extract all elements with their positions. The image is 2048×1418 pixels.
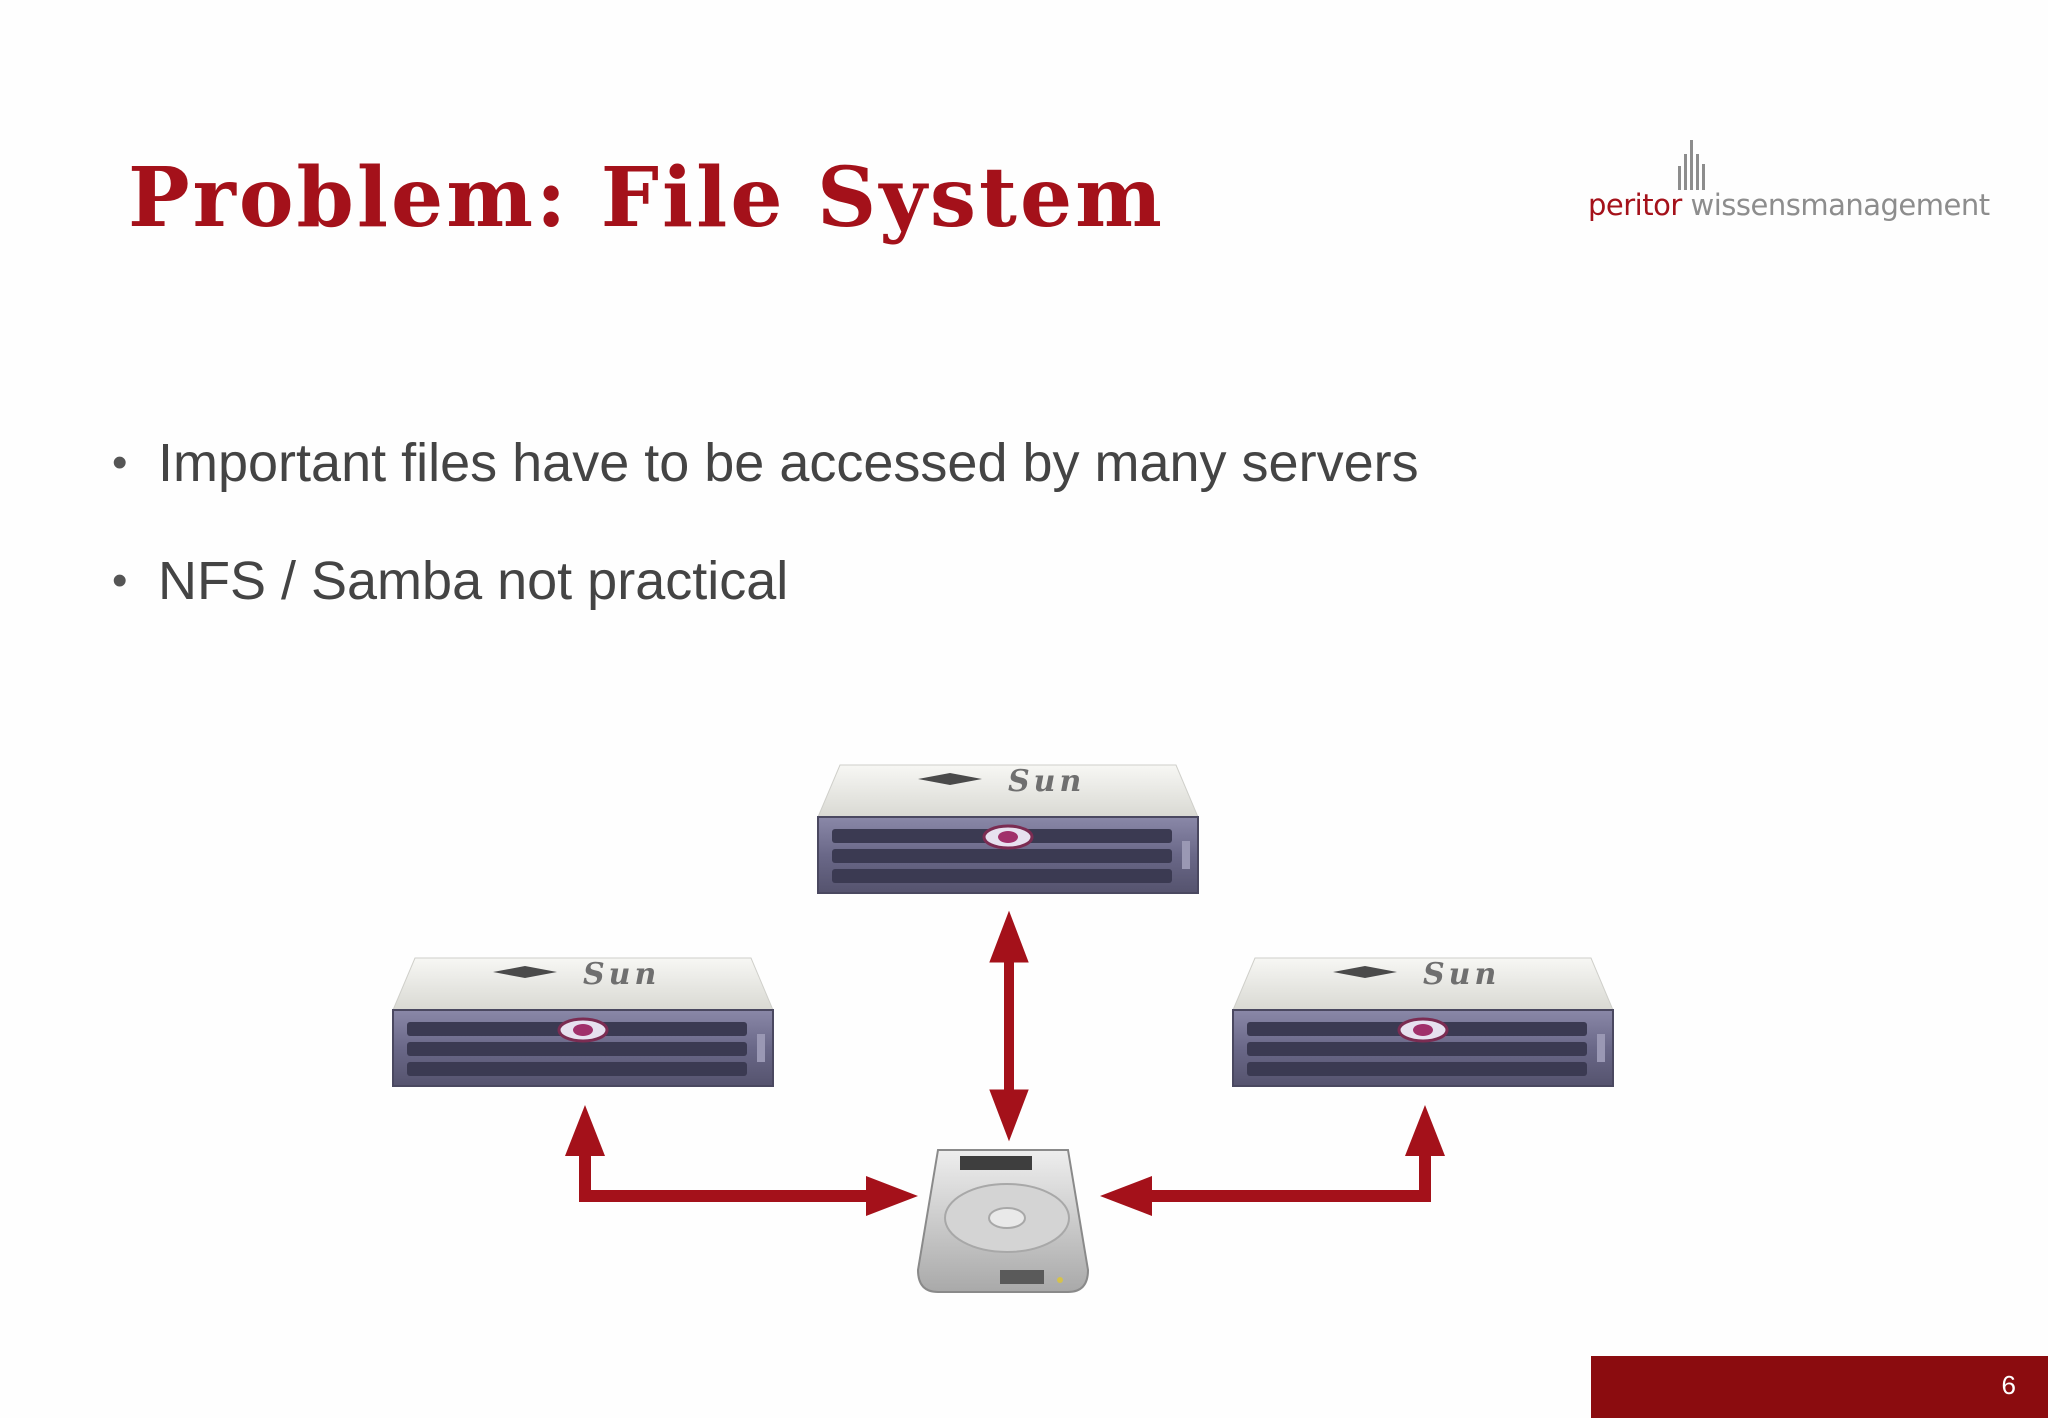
bullet-dot: • — [112, 438, 128, 487]
bullet-item: • Important files have to be accessed by… — [112, 432, 1419, 494]
page-number-bar: 6 — [1591, 1356, 2048, 1418]
bullet-dot: • — [112, 556, 128, 605]
rack-server-icon — [816, 762, 1200, 895]
bullet-text: NFS / Samba not practical — [158, 551, 789, 611]
bullet-text: Important files have to be accessed by m… — [158, 433, 1419, 493]
rack-server-icon — [391, 955, 775, 1088]
peritor-logo: peritor wissensmanagement — [1588, 132, 1990, 232]
bullet-item: • NFS / Samba not practical — [112, 550, 1419, 612]
rack-server-icon — [1231, 955, 1615, 1088]
arrow-right — [1100, 1105, 1445, 1216]
page-number: 6 — [2001, 1370, 2016, 1400]
logo-bars-icon — [1678, 140, 1705, 190]
hard-disk-icon — [916, 1149, 1090, 1293]
arrow-top — [989, 910, 1029, 1142]
arrow-left — [565, 1105, 918, 1216]
bullet-list: • Important files have to be accessed by… — [112, 432, 1419, 668]
slide-title: Problem: File System — [128, 150, 1165, 246]
logo-suffix: wissensmanagement — [1690, 188, 1991, 222]
logo-wordmark: peritor wissensmanagement — [1588, 188, 1990, 222]
logo-brand: peritor — [1588, 188, 1682, 222]
